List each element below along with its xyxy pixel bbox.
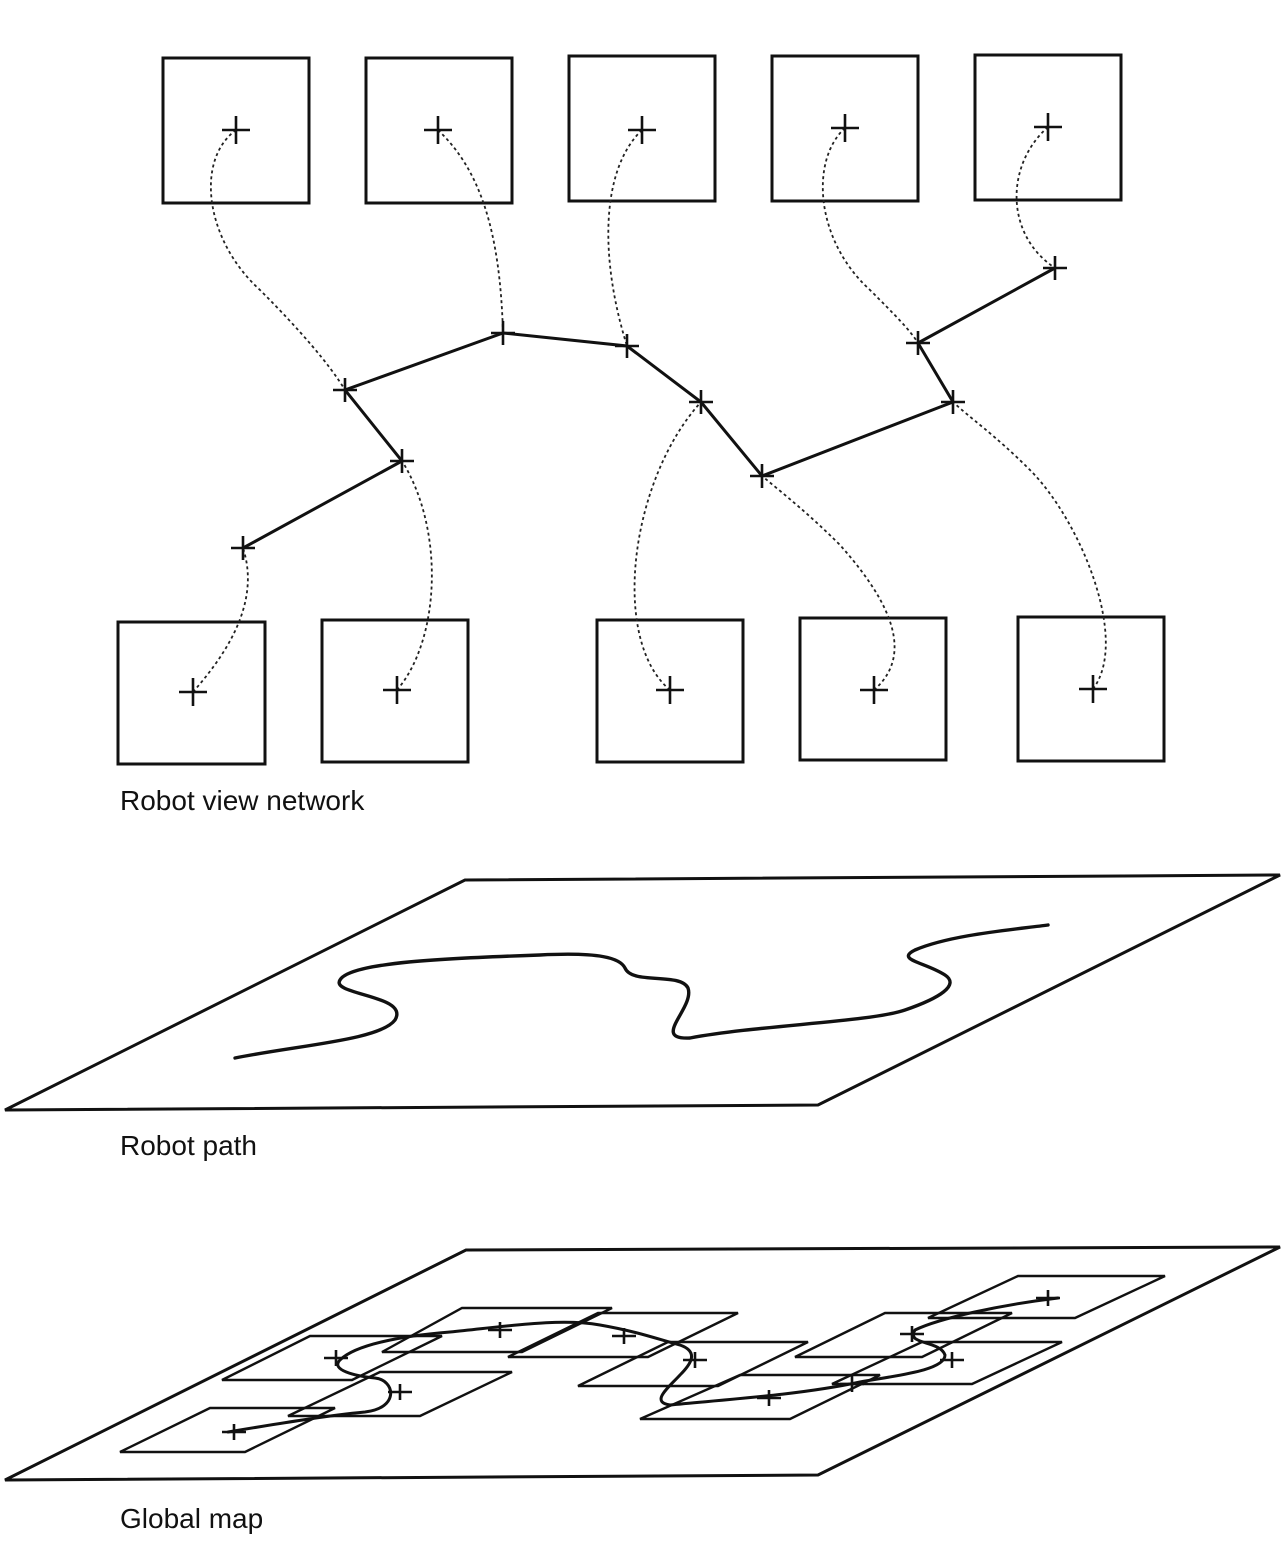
network-node-cross bbox=[906, 331, 930, 355]
map-node-cross bbox=[324, 1350, 348, 1366]
view-center-cross bbox=[860, 676, 888, 704]
view-center-cross bbox=[1079, 675, 1107, 703]
view-frame bbox=[1016, 615, 1166, 763]
map-node-cross bbox=[488, 1322, 512, 1338]
view-center-cross bbox=[656, 676, 684, 704]
map-node-cross bbox=[683, 1352, 707, 1368]
map-node-cross bbox=[757, 1390, 781, 1406]
view-center-cross bbox=[424, 116, 452, 144]
correspondence-curve bbox=[952, 401, 1107, 690]
map-node-crosses bbox=[222, 1290, 1060, 1440]
view-frame bbox=[770, 54, 920, 203]
global-map-panel: Global map bbox=[4, 1245, 1281, 1534]
view-center-cross bbox=[1034, 113, 1062, 141]
network-node-cross bbox=[1043, 256, 1067, 280]
caption-global-map: Global map bbox=[120, 1503, 263, 1534]
view-tile bbox=[831, 1340, 1063, 1386]
view-center-cross bbox=[628, 116, 656, 144]
map-node-cross bbox=[222, 1424, 246, 1440]
map-node-cross bbox=[840, 1376, 864, 1392]
view-frame bbox=[595, 618, 745, 764]
view-tile bbox=[927, 1274, 1166, 1320]
network-node-cross bbox=[689, 390, 713, 414]
correspondence-curve bbox=[396, 460, 433, 691]
network-link bbox=[242, 266, 1056, 550]
network-node-cross bbox=[750, 464, 774, 488]
view-frame bbox=[161, 56, 311, 205]
bottom-view-frames bbox=[116, 615, 1166, 766]
correspondence-curve bbox=[192, 547, 249, 693]
top-view-frames bbox=[161, 53, 1123, 205]
network-node-cross bbox=[390, 449, 414, 473]
caption-robot-view-network: Robot view network bbox=[120, 785, 365, 816]
network-node-cross bbox=[941, 390, 965, 414]
view-tile bbox=[221, 1334, 443, 1382]
network-node-cross bbox=[333, 378, 357, 402]
correspondence-curve bbox=[1015, 126, 1056, 269]
network-links bbox=[242, 266, 1056, 550]
view-frame bbox=[116, 620, 267, 766]
ground-plane bbox=[4, 1245, 1281, 1482]
correspondence-curve bbox=[437, 129, 504, 334]
view-tile bbox=[119, 1406, 336, 1454]
node-crosses bbox=[179, 113, 1107, 706]
network-node-cross bbox=[231, 536, 255, 560]
correspondence-curve bbox=[821, 127, 919, 344]
view-frame bbox=[798, 616, 948, 762]
view-frame bbox=[364, 56, 514, 205]
robot-view-network: Robot view network bbox=[116, 53, 1166, 816]
map-node-cross bbox=[612, 1328, 636, 1344]
caption-robot-path: Robot path bbox=[120, 1130, 257, 1161]
correspondence-curve bbox=[209, 129, 346, 391]
ground-plane bbox=[4, 873, 1281, 1112]
robot-path bbox=[233, 923, 1050, 1060]
view-frame bbox=[567, 54, 717, 203]
robot-path-panel: Robot path bbox=[4, 873, 1281, 1161]
view-tile bbox=[577, 1340, 809, 1388]
correspondence-curve bbox=[607, 129, 643, 347]
correspondence-curve bbox=[633, 401, 702, 691]
view-tiles bbox=[119, 1274, 1166, 1454]
view-tile bbox=[287, 1370, 513, 1418]
view-center-cross bbox=[222, 116, 250, 144]
view-center-cross bbox=[383, 676, 411, 704]
view-frame bbox=[320, 618, 470, 764]
network-node-cross bbox=[491, 321, 515, 345]
network-node-cross bbox=[615, 334, 639, 358]
view-tile bbox=[507, 1311, 739, 1359]
map-node-cross bbox=[940, 1352, 964, 1368]
map-node-cross bbox=[900, 1326, 924, 1342]
correspondence-curve bbox=[761, 475, 896, 691]
view-correspondences bbox=[192, 126, 1107, 693]
map-path bbox=[226, 1296, 1060, 1434]
view-center-cross bbox=[831, 114, 859, 142]
map-node-cross bbox=[388, 1384, 412, 1400]
view-center-cross bbox=[179, 678, 207, 706]
view-frame bbox=[973, 53, 1123, 202]
map-node-cross bbox=[1036, 1290, 1060, 1306]
